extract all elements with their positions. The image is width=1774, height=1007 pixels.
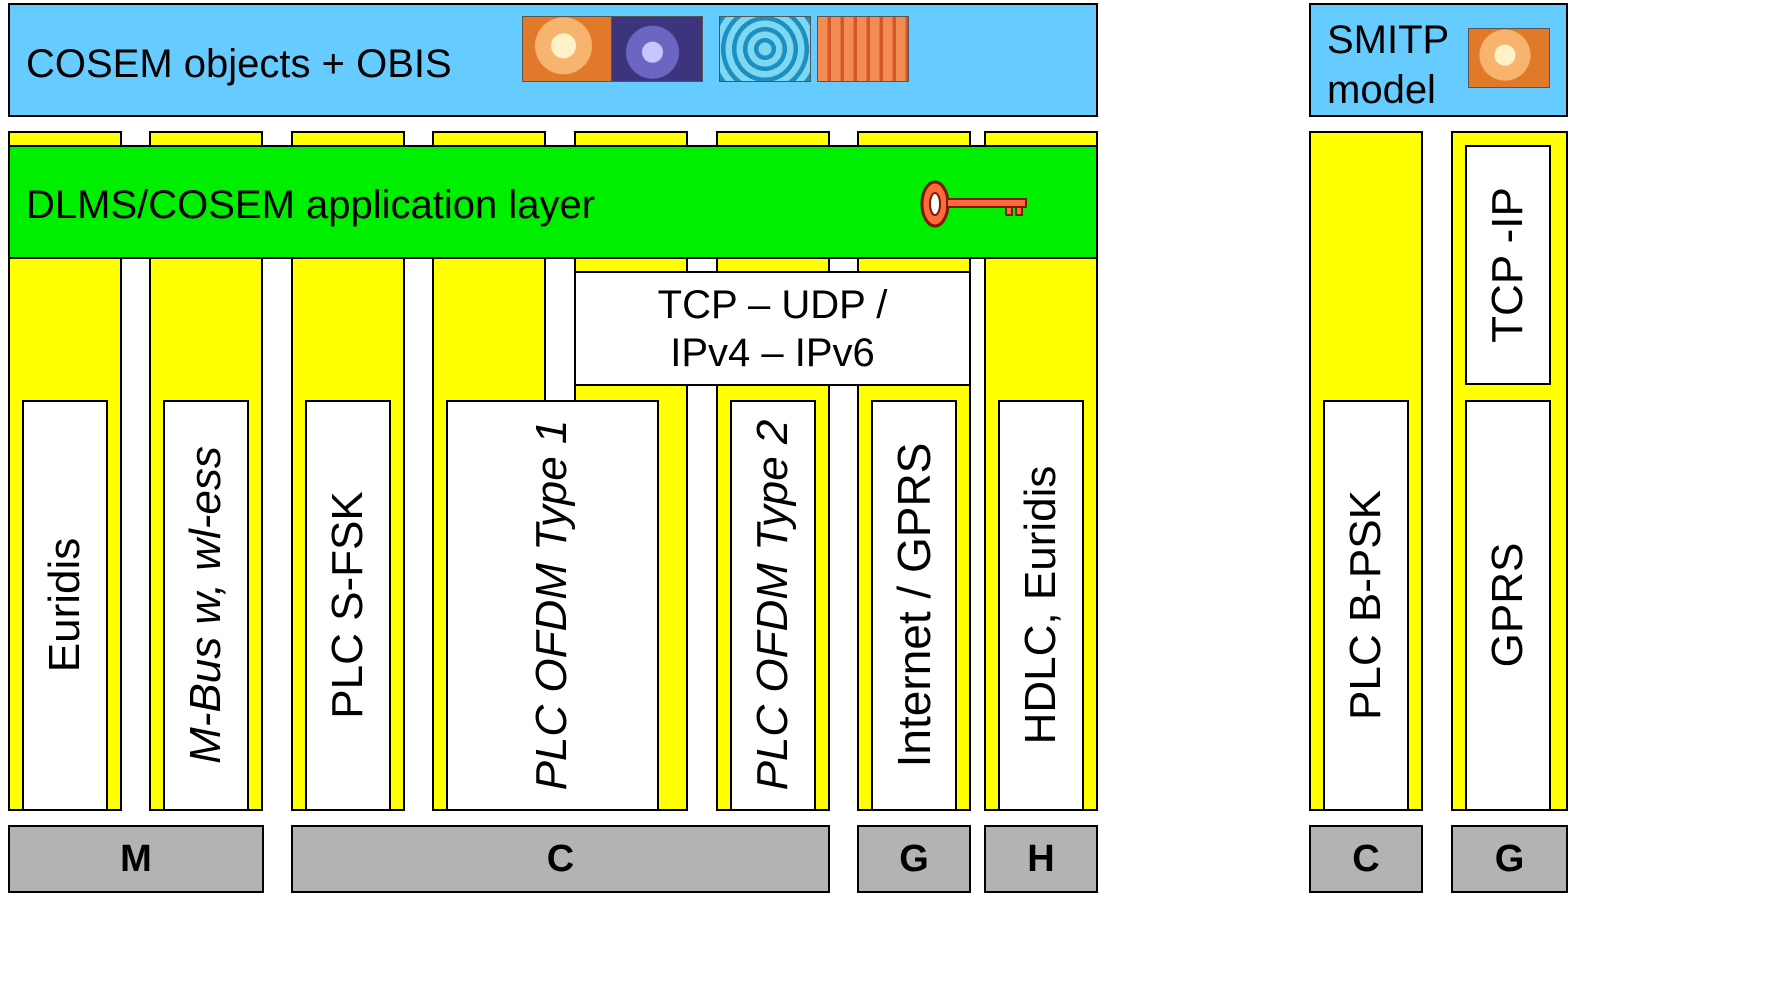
smitp-category-c: C [1309,825,1423,893]
smitp-plc-bpsk-box [1323,400,1409,811]
cosem-objects-title: COSEM objects + OBIS [26,42,452,86]
gas-flame-icon [611,16,703,82]
media-mbus-box [163,400,249,811]
key-icon [920,180,1027,228]
transport-line1: TCP – UDP / [657,282,888,327]
smitp-plc-bpsk-label: PLC B-PSK [1341,490,1390,720]
media-plc-ofdm-type2-label: PLC OFDM Type 2 [748,419,797,791]
category-g: G [857,825,971,893]
smitp-line1: SMITP [1327,18,1450,62]
smitp-line2: model [1327,68,1436,112]
dlms-cosem-application-layer [8,145,1098,259]
application-layer-title: DLMS/COSEM application layer [26,183,596,227]
smitp-gprs-box [1465,400,1551,811]
category-h: H [984,825,1098,893]
media-hdlc-euridis-label: HDLC, Euridis [1016,465,1065,745]
media-hdlc-euridis-box [998,400,1084,811]
media-plc-ofdm-type1-label: PLC OFDM Type 1 [527,419,576,791]
media-euridis-label: Euridis [40,537,89,673]
category-c: C [291,825,830,893]
smitp-tcp-ip-box [1465,145,1551,385]
water-ripple-icon [719,16,811,82]
media-plc-sfsk-box [305,400,391,811]
smitp-gprs-label: GPRS [1483,542,1532,668]
lightbulb-icon [522,16,614,82]
media-plc-ofdm-type1-box [446,400,659,811]
media-internet-gprs-box [871,400,957,811]
heat-radiator-icon [817,16,909,82]
media-euridis-box [22,400,108,811]
lightbulb-icon [1468,28,1550,88]
tcp-udp-ipv4-ipv6-layer: TCP – UDP / IPv4 – IPv6 [574,271,971,386]
media-internet-gprs-label: Internet / GPRS [888,442,940,768]
category-m: M [8,825,264,893]
media-mbus-label: M-Bus w, wl-ess [181,446,230,764]
media-plc-sfsk-label: PLC S-FSK [323,491,372,719]
transport-line2: IPv4 – IPv6 [670,330,875,375]
media-plc-ofdm-type2-box [730,400,816,811]
smitp-tcp-ip-label: TCP -IP [1483,187,1532,343]
smitp-category-g: G [1451,825,1568,893]
